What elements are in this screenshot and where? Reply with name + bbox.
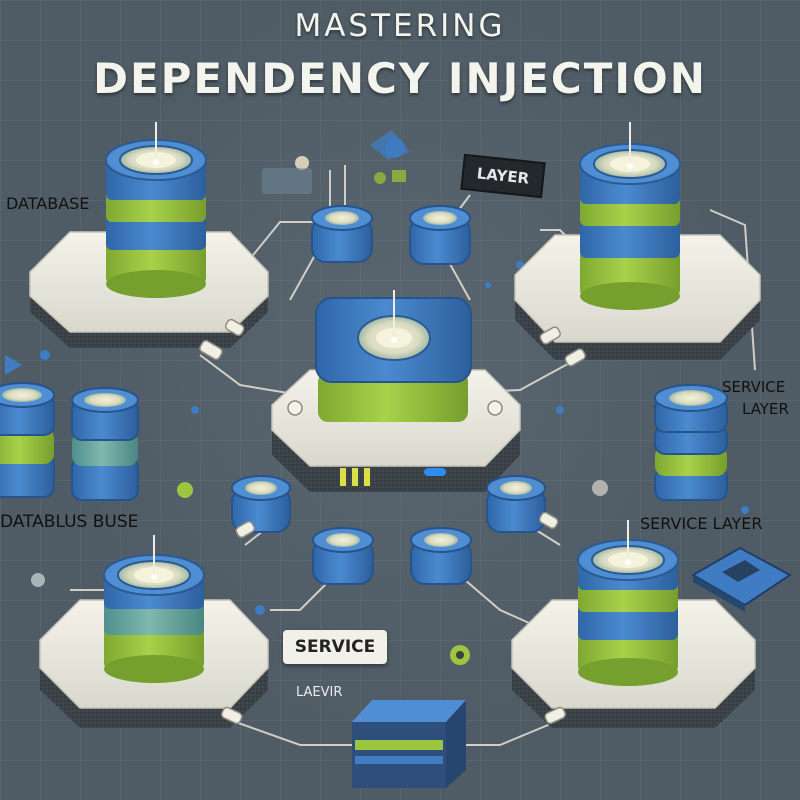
title-eyebrow: MASTERING	[294, 8, 506, 44]
database-node-top-left	[29, 122, 269, 348]
plug-icon	[235, 520, 256, 538]
injector-node	[231, 475, 291, 533]
plug-icon	[199, 340, 223, 360]
plug-icon	[544, 706, 567, 725]
database-node-bottom-right	[511, 520, 756, 728]
plug-icon	[220, 706, 243, 725]
dot-icon	[191, 406, 199, 414]
dot-icon	[374, 172, 386, 184]
service-block	[352, 700, 466, 788]
plug-icon	[224, 318, 245, 336]
injector-node	[486, 475, 546, 533]
connector-line	[289, 254, 316, 301]
label-service-layer-right: SERVICE LAYER	[640, 514, 763, 533]
dot-icon	[177, 482, 193, 498]
dot-icon	[40, 350, 50, 360]
dot-icon	[592, 480, 608, 496]
injector-nodes	[231, 205, 546, 585]
chip-icon	[262, 168, 312, 194]
database-stack-left-1	[0, 382, 55, 498]
central-injector-hub	[271, 290, 521, 492]
injector-node	[409, 205, 471, 265]
terminal-tile	[690, 546, 792, 612]
dot-icon	[255, 605, 265, 615]
dot-icon	[485, 282, 491, 288]
arrow-icon	[370, 130, 410, 160]
connector-line	[199, 354, 301, 396]
dot-icon	[31, 573, 45, 587]
plug-icon	[539, 326, 561, 345]
label-service-layer-top-line1: SERVICE	[722, 378, 786, 396]
screw-icon	[487, 400, 503, 416]
dot-icon	[295, 156, 309, 170]
label-service-layer-top-line2: LAYER	[742, 400, 789, 418]
database-stack-right	[654, 384, 728, 501]
injector-node	[311, 205, 373, 263]
plug-connectors	[199, 318, 586, 725]
injector-node	[312, 527, 374, 585]
dot-icon	[556, 406, 564, 414]
dot-icon	[456, 651, 464, 659]
arrow-icon	[5, 355, 22, 375]
service-tag: SERVICE	[283, 630, 387, 664]
connector-line	[270, 579, 331, 611]
plug-icon	[538, 511, 559, 529]
database-node-bottom-left	[39, 535, 269, 728]
status-light	[424, 468, 446, 476]
screw-icon	[287, 400, 303, 416]
chip-icon	[392, 170, 406, 182]
label-layer-bottom: LAEVIR	[296, 685, 343, 700]
dot-icon	[741, 506, 749, 514]
page-title: DEPENDENCY INJECTION	[93, 54, 707, 103]
connector-line	[229, 719, 355, 746]
label-database-bottom-left: DATABLUS BUSE	[0, 512, 139, 532]
label-database-top-left: DATABASE	[6, 194, 90, 213]
plug-icon	[564, 348, 586, 367]
injector-node	[410, 527, 472, 585]
connector-line	[244, 221, 315, 266]
database-node-top-right	[514, 122, 761, 360]
database-stack-left-2	[71, 387, 139, 501]
